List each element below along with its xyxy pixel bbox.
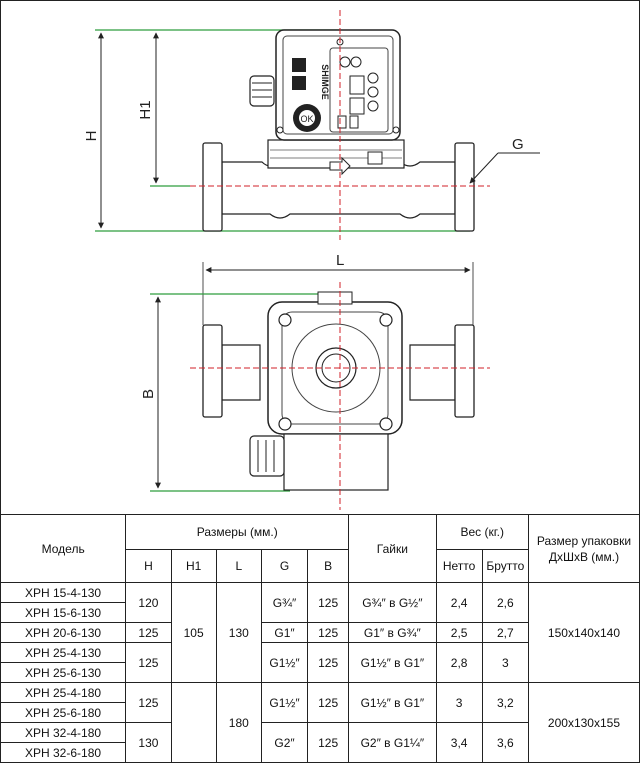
spec-table: Модель Размеры (мм.) Гайки Вес (кг.) Раз… [0,514,640,763]
table-row-model: XPH 32-6-180 [0,742,127,763]
header-sizes: Размеры (мм.) [125,514,350,550]
technical-drawing: H H1 OK SHIMGE [83,10,540,510]
cell-B: 125 [307,722,350,763]
dim-L-label: L [336,252,344,269]
cell-net: 2,8 [435,642,483,683]
table-row-model: XPH 15-4-130 [0,582,127,603]
cell-L: 130 [215,582,262,683]
cell-G: G1½″ [260,642,309,683]
cell-G: G¾″ [260,582,309,623]
cell-net: 3,4 [435,722,483,763]
table-row-model: XPH 20-6-130 [0,622,127,643]
cell-gross: 2,6 [481,582,529,623]
table-row-model: XPH 32-4-180 [0,722,127,743]
cell-gross: 2,7 [481,622,529,643]
front-view: H H1 OK SHIMGE [83,10,540,240]
header-nuts: Гайки [348,514,437,583]
subheader-net: Нетто [435,549,483,583]
cell-package: 150x140x140 [527,582,640,683]
cell-gross: 3 [481,642,529,683]
cell-net: 2,4 [435,582,483,623]
cell-H: 130 [125,722,172,763]
table-row-model: XPH 25-4-130 [0,642,127,663]
cell-nuts: G2″ в G1¼″ [348,722,437,763]
subheader-gross: Брутто [481,549,529,583]
cell-H: 125 [125,642,172,683]
cell-net: 3 [435,682,483,723]
subheader-L: L [215,549,262,583]
cell-B: 125 [307,642,350,683]
dim-H-label: H [83,131,100,142]
cell-H1: 105 [170,582,217,683]
subheader-G: G [260,549,309,583]
table-row-model: XPH 25-6-130 [0,662,127,683]
cell-L: 180 [215,682,262,763]
header-package: Размер упаковки ДхШхВ (мм.) [527,514,640,583]
table-row-model: XPH 15-6-130 [0,602,127,623]
cell-nuts: G1″ в G¾″ [348,622,437,643]
subheader-H: H [125,549,172,583]
dim-B-label: B [140,389,157,399]
cell-G: G2″ [260,722,309,763]
cell-B: 125 [307,682,350,723]
cell-nuts: G¾″ в G½″ [348,582,437,623]
cell-B: 125 [307,582,350,623]
brand-label: SHIMGE [320,64,330,100]
cell-H: 125 [125,622,172,643]
dim-H1-label: H1 [137,100,154,119]
ok-button-label: OK [300,114,313,124]
cell-nuts: G1½″ в G1″ [348,682,437,723]
cell-G: G1″ [260,622,309,643]
cell-net: 2,5 [435,622,483,643]
cell-H1-empty [170,682,217,763]
dim-G-label: G [512,136,524,153]
header-model: Модель [0,514,127,583]
cell-gross: 3,2 [481,682,529,723]
subheader-H1: H1 [170,549,217,583]
cell-gross: 3,6 [481,722,529,763]
subheader-B: B [307,549,350,583]
table-row-model: XPH 25-6-180 [0,702,127,723]
cell-G: G1½″ [260,682,309,723]
cell-B: 125 [307,622,350,643]
cell-nuts: G1½″ в G1″ [348,642,437,683]
cell-H: 125 [125,682,172,723]
header-weight: Вес (кг.) [435,514,529,550]
cell-H: 120 [125,582,172,623]
top-view: L B [140,252,490,510]
table-row-model: XPH 25-4-180 [0,682,127,703]
cell-package: 200x130x155 [527,682,640,763]
